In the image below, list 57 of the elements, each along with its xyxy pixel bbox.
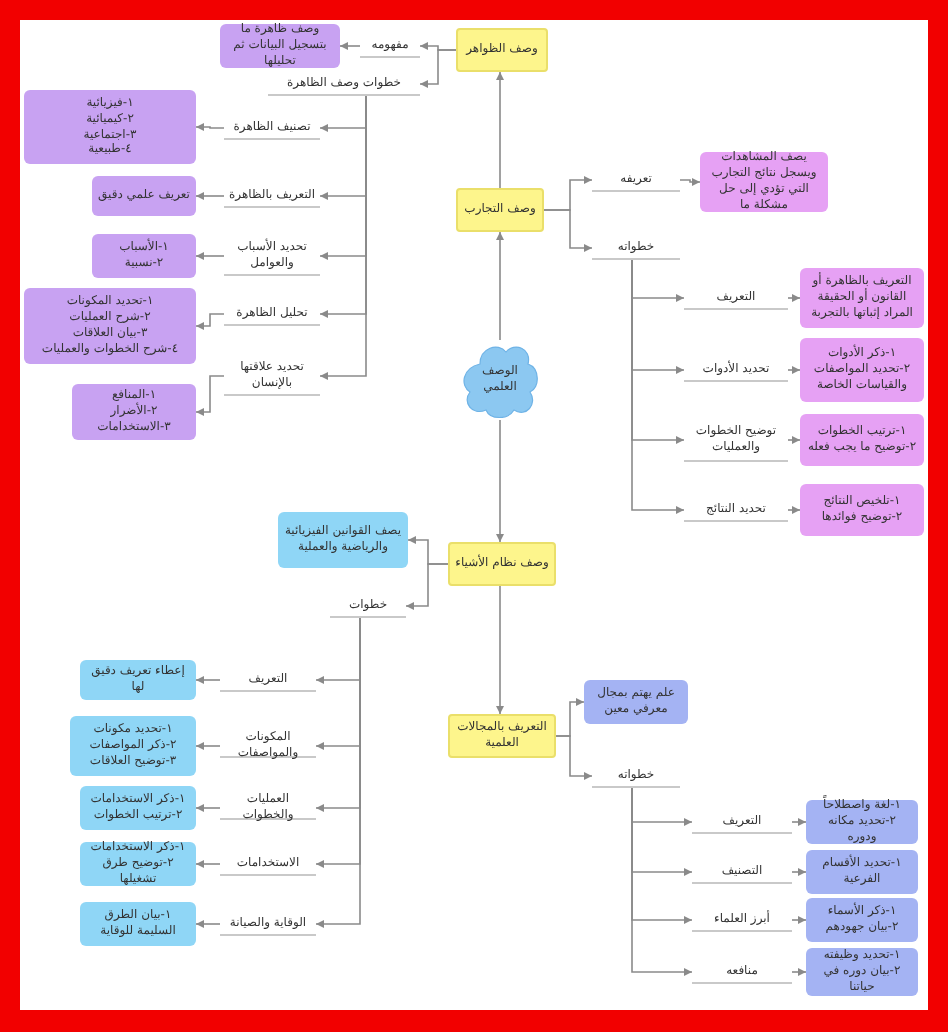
connector-arrow <box>405 563 449 610</box>
connector-arrow <box>787 366 801 374</box>
connector-arrow <box>195 192 225 200</box>
note-box <box>24 90 196 164</box>
note-box <box>80 786 196 830</box>
connector-arrow <box>419 49 457 88</box>
connector-arrow <box>787 506 801 514</box>
note-box <box>80 842 196 886</box>
connector-arrow <box>791 916 807 924</box>
note-box <box>800 268 924 328</box>
connector-arrow <box>787 436 801 444</box>
note-box <box>92 234 196 278</box>
note-box <box>24 288 196 364</box>
connector-arrow <box>791 818 807 826</box>
connector-arrow <box>195 742 221 750</box>
connector-arrow <box>496 419 504 543</box>
connector-arrow <box>319 95 367 380</box>
connector-arrow <box>339 42 361 50</box>
note-box <box>220 24 340 68</box>
connector-arrow <box>791 968 807 976</box>
note-box <box>92 176 196 216</box>
note-box <box>584 680 688 724</box>
connector-arrow <box>791 868 807 876</box>
connector-arrow <box>195 860 221 868</box>
note-box <box>800 414 924 466</box>
topic-box <box>448 542 556 586</box>
note-box <box>800 338 924 402</box>
connector-arrow <box>195 252 225 260</box>
note-box <box>72 384 196 440</box>
note-box <box>80 660 196 700</box>
connector-arrow <box>195 676 221 684</box>
connector-arrow <box>496 71 504 189</box>
note-box <box>70 716 196 776</box>
note-box <box>806 948 918 996</box>
connector-arrow <box>195 313 225 330</box>
connector-arrow <box>555 735 593 780</box>
note-box <box>700 152 828 212</box>
connector-arrow <box>315 617 361 928</box>
connector-arrow <box>496 231 504 341</box>
note-box <box>806 898 918 942</box>
connector-arrow <box>195 804 221 812</box>
note-box <box>80 902 196 946</box>
connector-arrow <box>195 123 225 131</box>
note-box <box>278 512 408 568</box>
connector-arrow <box>679 178 701 186</box>
topic-box <box>456 28 548 72</box>
note-box <box>800 484 924 536</box>
connector-arrow <box>195 375 225 416</box>
topic-box <box>448 714 556 758</box>
connector-arrow <box>543 209 593 252</box>
note-box <box>806 850 918 894</box>
connector-arrow <box>496 585 504 715</box>
connector-arrow <box>631 787 693 976</box>
topic-box <box>456 188 544 232</box>
connector-arrow <box>631 259 685 514</box>
connector-arrow <box>787 294 801 302</box>
connector-arrow <box>195 920 221 928</box>
